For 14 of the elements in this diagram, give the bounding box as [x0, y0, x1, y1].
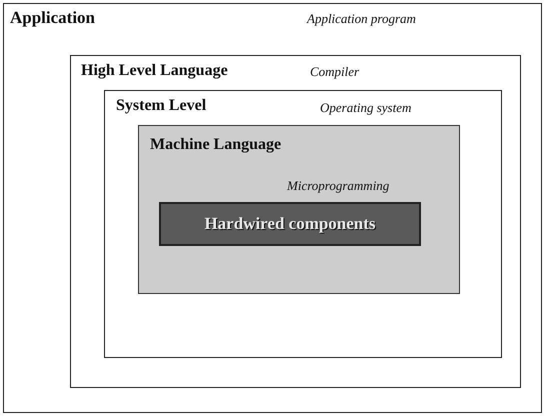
- layer-subtitle: Operating system: [320, 99, 412, 117]
- layer-box: [104, 90, 502, 358]
- layer-title: Machine Language: [150, 135, 282, 155]
- layer-box: [70, 55, 521, 388]
- layer-title: Application: [10, 7, 96, 29]
- layer-box: [3, 3, 542, 413]
- shaded-layer-box: [138, 125, 460, 294]
- layer-title: Hardwired components: [204, 213, 376, 236]
- layer-title: High Level Language: [81, 61, 228, 81]
- layer-subtitle: Application program: [307, 10, 416, 28]
- layer-subtitle: Microprogramming: [287, 177, 390, 195]
- layer-title: System Level: [116, 96, 206, 116]
- core-layer-box: [159, 202, 421, 246]
- layer-subtitle: Compiler: [310, 63, 360, 81]
